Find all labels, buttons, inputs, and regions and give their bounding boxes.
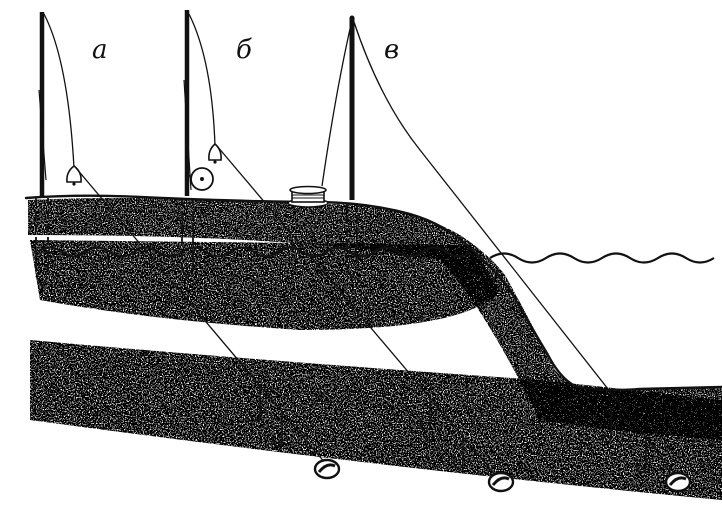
rod-v-main-line — [353, 21, 679, 479]
bank-line — [24, 194, 722, 392]
water-surface-left — [37, 246, 471, 258]
label-b: б — [236, 35, 252, 65]
spool-icon — [287, 185, 329, 208]
bell-icon — [208, 142, 222, 164]
rod-v-line-to-reel — [321, 19, 353, 187]
bank-stipple — [28, 198, 722, 500]
hooks-rig-a — [250, 386, 283, 448]
label-a: а — [92, 35, 108, 65]
rod-a-line-top — [43, 13, 75, 169]
sinker-icon — [313, 458, 341, 480]
rod-v — [346, 15, 358, 280]
bell-icon — [66, 164, 82, 186]
sinker-icon — [487, 471, 515, 493]
hooks-rig-b — [420, 394, 464, 470]
rod-b — [181, 10, 194, 280]
rod-b-main-line — [216, 145, 499, 479]
hooks-rig-v — [601, 406, 647, 474]
rod-b-line-top — [188, 13, 216, 147]
label-v: в — [384, 35, 399, 65]
reel-icon — [186, 167, 214, 191]
water-surface-right — [489, 252, 715, 264]
sinker-icon — [664, 471, 692, 493]
rod-a — [35, 12, 49, 288]
rod-a-main-line — [75, 167, 327, 465]
